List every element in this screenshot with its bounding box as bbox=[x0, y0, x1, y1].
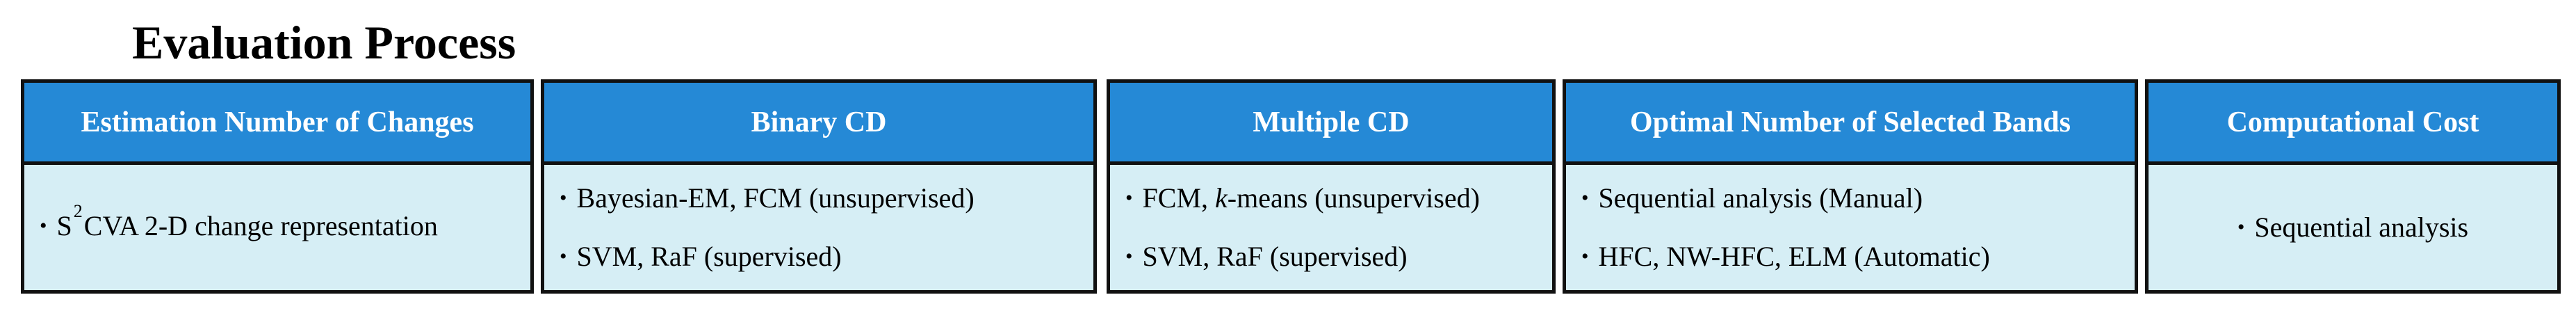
panel-body: • Sequential analysis bbox=[2149, 165, 2557, 290]
panel-header: Binary CD bbox=[544, 83, 1093, 165]
item-text: HFC, NW-HFC, ELM (Automatic) bbox=[1598, 241, 1990, 272]
list-item: • Bayesian-EM, FCM (unsupervised) bbox=[560, 180, 1093, 217]
diagram-title: Evaluation Process bbox=[132, 16, 516, 69]
list-item: • Sequential analysis (Manual) bbox=[1581, 180, 2135, 217]
panel-header: Computational Cost bbox=[2149, 83, 2557, 165]
panel-body: • FCM, k-means (unsupervised) • SVM, RaF (… bbox=[1110, 165, 1552, 290]
list-item: • S2CVA 2-D change representation bbox=[40, 201, 530, 248]
item-text-pre: FCM, bbox=[1142, 182, 1216, 214]
panel-computational-cost: Computational Cost • Sequential analysis bbox=[2145, 79, 2561, 294]
bullet-icon: • bbox=[1581, 245, 1589, 268]
panel-body: • S2CVA 2-D change representation bbox=[24, 165, 530, 290]
panel-body: • Bayesian-EM, FCM (unsupervised) • SVM, R… bbox=[544, 165, 1093, 290]
item-text-post: -means (unsupervised) bbox=[1227, 182, 1481, 214]
panel-header: Multiple CD bbox=[1110, 83, 1552, 165]
panel-header: Estimation Number of Changes bbox=[24, 83, 530, 165]
panel-multiple-cd: Multiple CD • FCM, k-means (unsupervised)… bbox=[1107, 79, 1556, 294]
list-item: • SVM, RaF (supervised) bbox=[560, 238, 1093, 276]
list-item: • Sequential analysis bbox=[2237, 209, 2468, 246]
item-text: Sequential analysis bbox=[2254, 212, 2469, 243]
item-text-italic: k bbox=[1215, 182, 1228, 214]
item-text: SVM, RaF (supervised) bbox=[1142, 241, 1408, 272]
bullet-icon: • bbox=[40, 214, 47, 237]
panel-body: • Sequential analysis (Manual) • HFC, NW-H… bbox=[1566, 165, 2135, 290]
panel-binary-cd: Binary CD • Bayesian-EM, FCM (unsupervise… bbox=[541, 79, 1097, 294]
panel-estimation-number-of-changes: Estimation Number of Changes • S2CVA 2-D … bbox=[21, 79, 534, 294]
bullet-icon: • bbox=[2237, 216, 2245, 239]
bullet-icon: • bbox=[1125, 186, 1133, 209]
bullet-icon: • bbox=[1581, 186, 1589, 209]
bullet-icon: • bbox=[560, 245, 567, 268]
item-superscript: 2 bbox=[73, 200, 83, 221]
item-text: Bayesian-EM, FCM (unsupervised) bbox=[576, 182, 975, 214]
panel-optimal-number-of-selected-bands: Optimal Number of Selected Bands • Sequen… bbox=[1563, 79, 2138, 294]
list-item: • HFC, NW-HFC, ELM (Automatic) bbox=[1581, 238, 2135, 276]
bullet-icon: • bbox=[560, 186, 567, 209]
item-text: CVA 2-D change representation bbox=[83, 209, 438, 241]
item-prefix: S bbox=[56, 209, 72, 241]
list-item: • FCM, k-means (unsupervised) bbox=[1125, 180, 1552, 217]
item-text: SVM, RaF (supervised) bbox=[576, 241, 842, 272]
item-text: Sequential analysis (Manual) bbox=[1598, 182, 1923, 214]
list-item: • SVM, RaF (supervised) bbox=[1125, 238, 1552, 276]
bullet-icon: • bbox=[1125, 245, 1133, 268]
panel-header: Optimal Number of Selected Bands bbox=[1566, 83, 2135, 165]
